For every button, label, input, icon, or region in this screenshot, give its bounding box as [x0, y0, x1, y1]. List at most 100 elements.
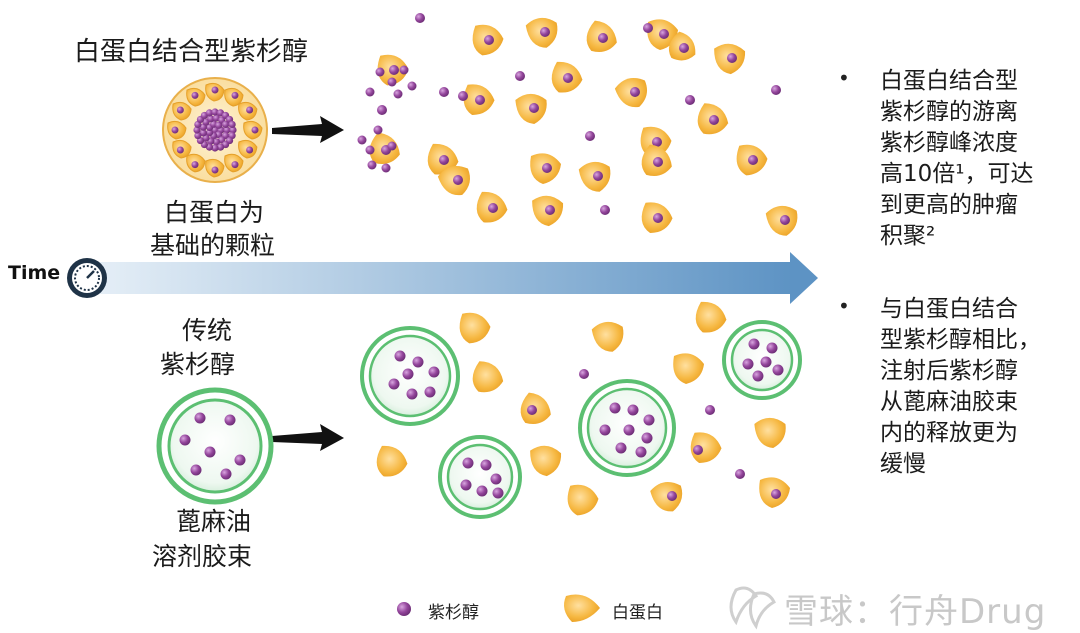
paclitaxel-molecule [231, 161, 239, 169]
albumin-protein [459, 312, 491, 344]
paclitaxel-molecule [415, 13, 425, 23]
paclitaxel-molecule [488, 203, 498, 213]
paclitaxel-molecule [412, 356, 424, 368]
albumin-protein [673, 353, 704, 384]
paclitaxel-molecule [742, 358, 754, 370]
paclitaxel-molecule [563, 73, 573, 83]
time-arrow [92, 252, 818, 304]
paclitaxel-molecule [367, 160, 377, 170]
paclitaxel-molecule [599, 424, 611, 436]
albumin-nanoparticle [162, 77, 268, 183]
albumin-protein [472, 361, 504, 393]
legend-albumin-label: 白蛋白 [612, 603, 663, 623]
bullet-2-line: 缓慢 [880, 451, 926, 477]
paclitaxel-molecule [228, 120, 236, 129]
paclitaxel-molecule [760, 356, 772, 368]
paclitaxel-molecule [771, 85, 781, 95]
paclitaxel-molecule [424, 386, 436, 398]
paclitaxel-molecule [389, 65, 399, 75]
paclitaxel-molecule [357, 135, 367, 145]
albumin-protein [530, 445, 562, 477]
paclitaxel-molecule [585, 131, 595, 141]
paclitaxel-molecule [251, 126, 259, 134]
paclitaxel-molecule [652, 137, 662, 147]
paclitaxel-molecule [212, 138, 221, 146]
paclitaxel-molecule [679, 43, 689, 53]
paclitaxel-molecule [609, 402, 621, 414]
paclitaxel-molecule [387, 141, 397, 151]
time-label: Time [8, 262, 61, 284]
bullet-2-line: 与白蛋白结合 [880, 296, 1018, 322]
paclitaxel-molecule [635, 446, 647, 458]
paclitaxel-molecule [234, 454, 246, 466]
paclitaxel-molecule [490, 473, 502, 485]
bullet-text-2: 与白蛋白结合 型紫杉醇相比， 注射后紫杉醇 从蓖麻油胶束 内的释放更为 缓慢 [880, 294, 1041, 480]
paclitaxel-molecule [460, 479, 472, 491]
paclitaxel-molecule [780, 215, 790, 225]
albumin-protein [591, 321, 624, 352]
paclitaxel-molecule [220, 468, 232, 480]
bullet-1-line: 积聚² [880, 223, 936, 249]
paclitaxel-molecule [709, 115, 719, 125]
paclitaxel-molecule [205, 129, 214, 137]
paclitaxel-molecule [727, 53, 737, 63]
paclitaxel-molecule [480, 459, 492, 471]
albumin-particle-label-line1: 白蛋白为 [164, 198, 265, 227]
paclitaxel-molecule [453, 175, 463, 185]
paclitaxel-molecule [643, 414, 655, 426]
paclitaxel-molecule [752, 370, 764, 382]
paclitaxel-molecule [204, 446, 216, 458]
paclitaxel-molecule [211, 86, 219, 94]
paclitaxel-molecule [748, 338, 760, 350]
paclitaxel-molecule [484, 35, 494, 45]
traditional-label-line2: 紫杉醇 [160, 350, 236, 379]
traditional-label-line1: 传统 [182, 316, 233, 345]
bullet-1-line: 高10倍¹，可达 [880, 161, 1034, 187]
paclitaxel-molecule [246, 146, 254, 154]
paclitaxel-molecule [653, 213, 663, 223]
paclitaxel-molecule [223, 126, 231, 134]
paclitaxel-molecule [402, 368, 414, 380]
paclitaxel-molecule [693, 445, 703, 455]
paclitaxel-molecule [171, 126, 179, 134]
paclitaxel-molecule [224, 414, 236, 426]
paclitaxel-molecule [439, 87, 449, 97]
bullet-marker-2: • [838, 294, 850, 318]
bullet-2-line: 注射后紫杉醇 [880, 358, 1018, 384]
cremophor-micelle [722, 320, 802, 400]
bullet-marker-1: • [838, 66, 850, 90]
paclitaxel-molecule [205, 109, 214, 117]
paclitaxel-molecule [222, 120, 230, 129]
paclitaxel-molecule [365, 145, 375, 155]
paclitaxel-molecule [399, 65, 409, 75]
paclitaxel-molecule [191, 91, 199, 99]
paclitaxel-molecule [179, 434, 191, 446]
paclitaxel-molecule [193, 126, 201, 134]
paclitaxel-molecule [211, 166, 219, 174]
paclitaxel-molecule [393, 89, 403, 99]
paclitaxel-molecule [407, 81, 417, 91]
paclitaxel-molecule [439, 155, 449, 165]
micelle-label-line1: 蓖麻油 [176, 507, 252, 536]
paclitaxel-molecule [545, 205, 555, 215]
paclitaxel-molecule [615, 442, 627, 454]
paclitaxel-molecule [476, 485, 488, 497]
bullet-1-line: 白蛋白结合型 [880, 68, 1018, 94]
paclitaxel-molecule [246, 106, 254, 114]
albumin-particle-label-line2: 基础的颗粒 [150, 231, 276, 260]
bullet-2-line: 从蓖麻油胶束 [880, 389, 1018, 415]
paclitaxel-molecule [627, 404, 639, 416]
paclitaxel-molecule [771, 489, 781, 499]
paclitaxel-molecule [428, 366, 440, 378]
legend-paclitaxel-icon [397, 602, 411, 616]
paclitaxel-molecule [705, 405, 715, 415]
paclitaxel-molecule [176, 106, 184, 114]
paclitaxel-molecule [365, 87, 375, 97]
release-arrow-top [272, 116, 344, 143]
paclitaxel-molecule [766, 342, 778, 354]
paclitaxel-molecule [191, 161, 199, 169]
bullet-1-line: 紫杉醇峰浓度 [880, 130, 1018, 156]
bullet-text-1: 白蛋白结合型 紫杉醇的游离 紫杉醇峰浓度 高10倍¹，可达 到更高的肿瘤 积聚² [880, 66, 1034, 252]
paclitaxel-molecule [216, 143, 225, 151]
